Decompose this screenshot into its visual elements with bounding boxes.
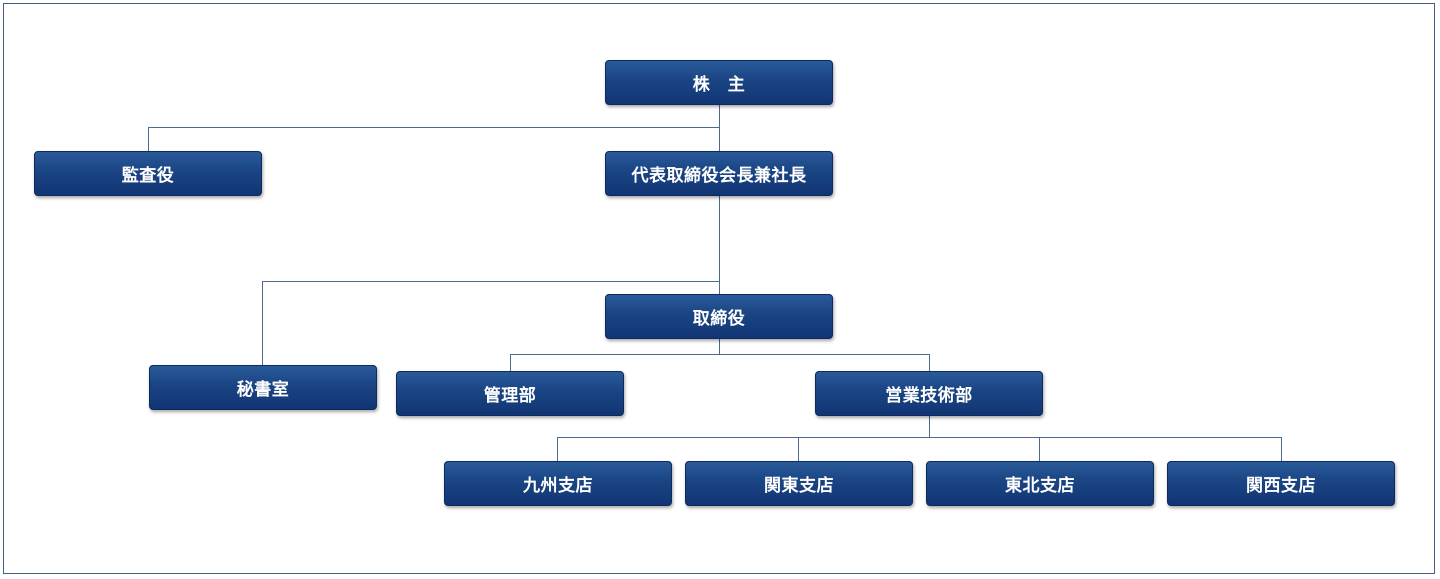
node-sales-tech-dept: 営業技術部 — [815, 371, 1043, 416]
node-directors: 取締役 — [605, 294, 833, 339]
line-branches-bar — [557, 437, 1282, 461]
node-branch-kansai: 関西支店 — [1167, 461, 1395, 506]
node-secretary: 秘書室 — [149, 365, 377, 410]
node-admin-dept: 管理部 — [396, 371, 624, 416]
node-branch-kanto: 関東支店 — [685, 461, 913, 506]
line-secretary — [262, 281, 720, 365]
node-auditor: 監査役 — [34, 151, 262, 196]
node-branch-kyushu: 九州支店 — [444, 461, 672, 506]
line-auditor — [148, 127, 720, 151]
node-president: 代表取締役会長兼社長 — [605, 151, 833, 196]
node-shareholders: 株 主 — [605, 60, 833, 105]
line-departments-bar — [510, 354, 930, 371]
node-branch-tohoku: 東北支店 — [926, 461, 1154, 506]
